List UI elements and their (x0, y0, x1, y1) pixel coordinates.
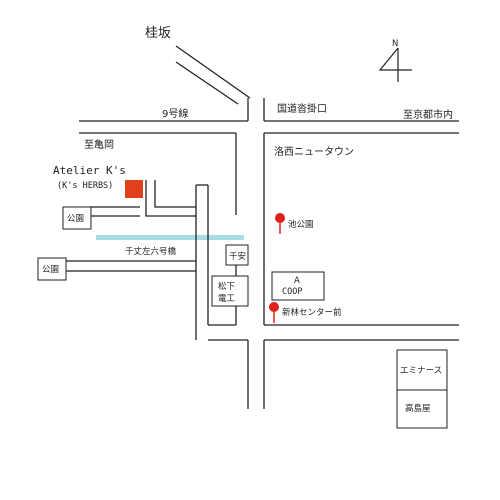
compass-north-label: N (392, 39, 398, 49)
label-rakusai-newtown: 洛西ニュータウン (274, 145, 354, 158)
label-shinbayashi-center: 新林センター前 (282, 307, 342, 318)
label-kokudo-kutsukake: 国道沓掛口 (277, 102, 327, 115)
label-to-kyoto-city: 至京都市内 (403, 108, 453, 121)
label-shop-subname: (K's HERBS) (57, 181, 113, 191)
label-bridge: 千丈左六号橋 (125, 246, 177, 257)
label-coop-mark: A (294, 276, 300, 286)
label-park-upper: 公園 (67, 214, 84, 224)
eminence-box (396, 349, 448, 391)
road-shop-branch-b (154, 180, 196, 208)
label-eminence: エミナース (400, 366, 442, 376)
label-coop: COOP (282, 287, 302, 297)
label-route9: 9号線 (162, 107, 188, 120)
label-ikekouen: 池公園 (288, 219, 314, 230)
label-matsushita-2: 電工 (218, 294, 236, 304)
road-katsurazaka-upper (175, 45, 251, 99)
label-to-kameoka: 至亀岡 (84, 138, 114, 151)
label-matsushita-1: 松下 (218, 281, 236, 292)
label-shop-name: Atelier K's (53, 164, 126, 177)
park-box-lower (37, 257, 67, 281)
senan-box (225, 244, 249, 266)
label-senan: 千安 (229, 251, 246, 262)
park-box-upper (62, 206, 92, 230)
coop-box (271, 271, 325, 301)
shop-marker (125, 180, 143, 198)
road-katsurazaka-lower (175, 61, 239, 105)
road-shop-branch-a (145, 180, 196, 217)
north-compass-icon (378, 47, 412, 82)
takashimaya-box (396, 389, 448, 429)
matsushita-box (211, 275, 249, 307)
shinbayashi-pin (269, 302, 279, 323)
ikekouen-pin (275, 213, 285, 234)
label-park-lower: 公園 (42, 265, 59, 275)
river (96, 235, 244, 240)
label-takashimaya: 高島屋 (405, 403, 431, 414)
label-katsurazaka: 桂坂 (145, 26, 171, 41)
road-network (66, 45, 459, 409)
